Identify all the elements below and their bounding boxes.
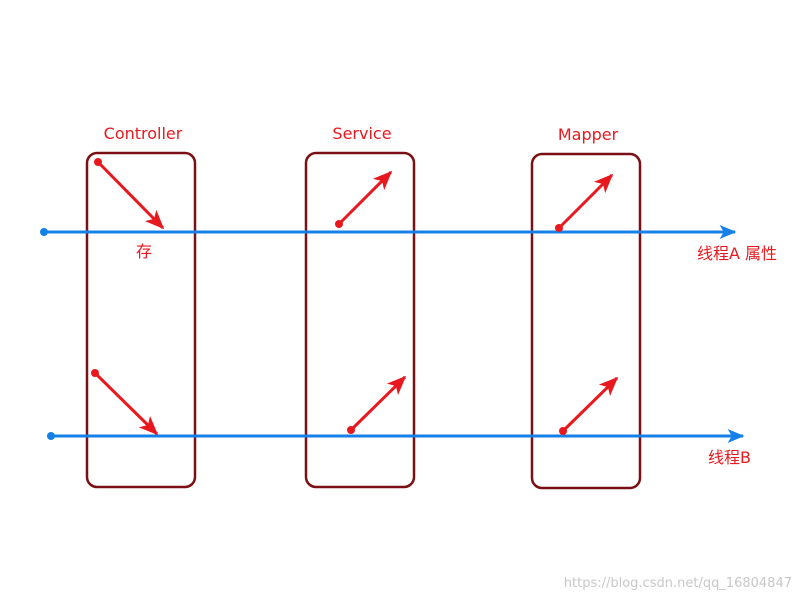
store-annotation: 存 bbox=[136, 242, 152, 261]
watermark-text: https://blog.csdn.net/qq_16804847 bbox=[564, 576, 792, 591]
controller-b-arrow bbox=[93, 371, 159, 436]
controller-a-arrow bbox=[96, 160, 165, 230]
service-box bbox=[304, 151, 416, 489]
mapper-b-arrow bbox=[561, 376, 619, 433]
controller-label: Controller bbox=[104, 124, 183, 143]
thread-a-label: 线程A 属性 bbox=[697, 244, 777, 263]
mapper-box bbox=[530, 152, 642, 490]
service-b-arrow bbox=[349, 375, 407, 432]
service-a-arrow bbox=[337, 170, 393, 226]
thread-b-label: 线程B bbox=[708, 448, 751, 467]
controller-box bbox=[85, 151, 197, 489]
mapper-a-arrow bbox=[557, 173, 614, 230]
service-label: Service bbox=[332, 124, 391, 143]
mapper-label: Mapper bbox=[558, 125, 619, 144]
